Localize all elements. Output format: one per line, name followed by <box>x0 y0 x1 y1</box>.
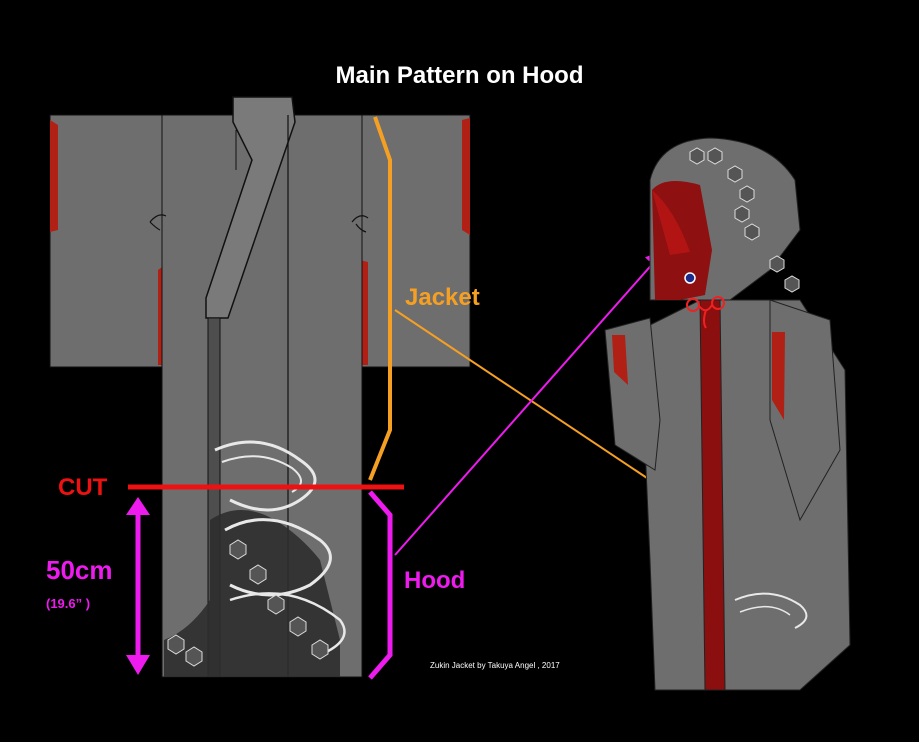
kimono-collar <box>205 96 296 319</box>
jacket-arrow <box>394 309 669 493</box>
jacket-bracket <box>368 116 392 481</box>
hooded-right-sleeve <box>769 299 841 522</box>
credit-text: Zukin Jacket by Takuya Angel , 2017 <box>430 661 560 670</box>
hem-pattern <box>164 440 346 677</box>
left-sleeve <box>49 114 166 368</box>
right-sleeve <box>359 114 471 368</box>
diagram-title: Main Pattern on Hood <box>335 62 584 89</box>
clasp <box>684 272 696 284</box>
red-knot <box>686 296 725 329</box>
measure-cm-label: 50cm <box>46 555 113 585</box>
measure-arrow <box>126 497 150 675</box>
measure-in-label: (19.6” ) <box>46 596 91 611</box>
jacket-label: Jacket <box>405 284 480 311</box>
hood-label: Hood <box>404 567 466 594</box>
hood-arrow <box>394 249 666 556</box>
right-sleeve-lining <box>462 118 470 235</box>
flat-kimono <box>49 96 471 678</box>
left-sleeve-lining <box>50 120 58 232</box>
hooded-jacket <box>604 137 851 691</box>
cut-label: CUT <box>58 474 108 501</box>
hood-bracket <box>368 490 393 680</box>
